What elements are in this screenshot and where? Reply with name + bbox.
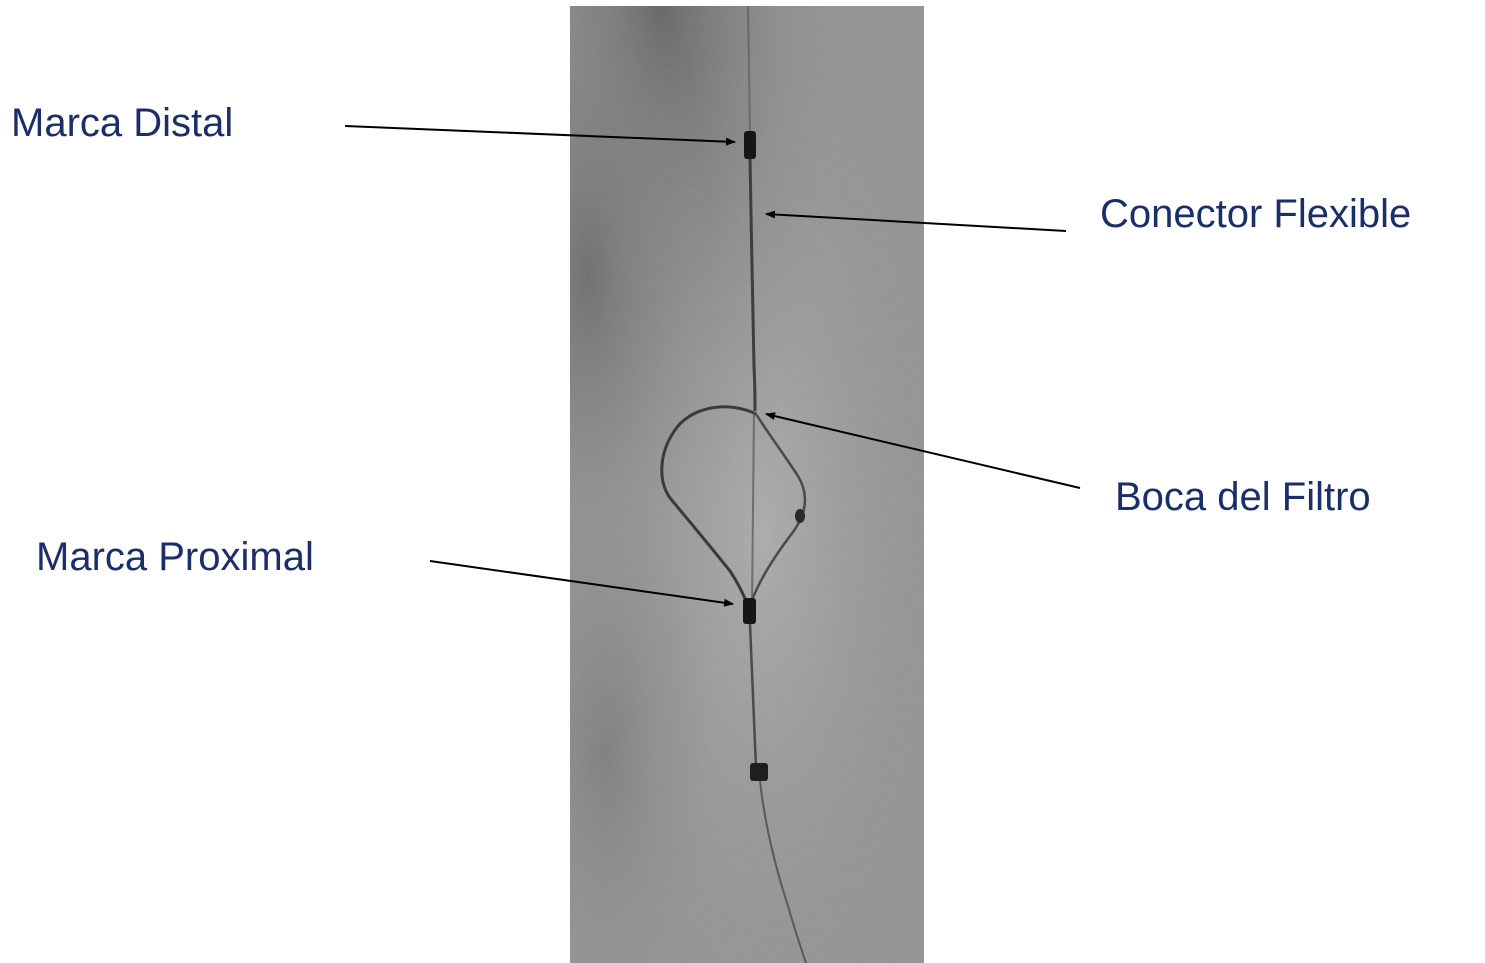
distal-marker bbox=[744, 131, 756, 159]
filter-loop-marker bbox=[795, 509, 805, 523]
label-filter-mouth: Boca del Filtro bbox=[1115, 477, 1371, 517]
label-proximal-marker: Marca Proximal bbox=[36, 537, 314, 577]
proximal-marker bbox=[743, 598, 756, 624]
lower-marker bbox=[750, 763, 768, 781]
label-flexible-connector: Conector Flexible bbox=[1100, 194, 1411, 234]
label-distal-marker: Marca Distal bbox=[11, 103, 233, 143]
fluoroscopy-image bbox=[570, 6, 924, 963]
